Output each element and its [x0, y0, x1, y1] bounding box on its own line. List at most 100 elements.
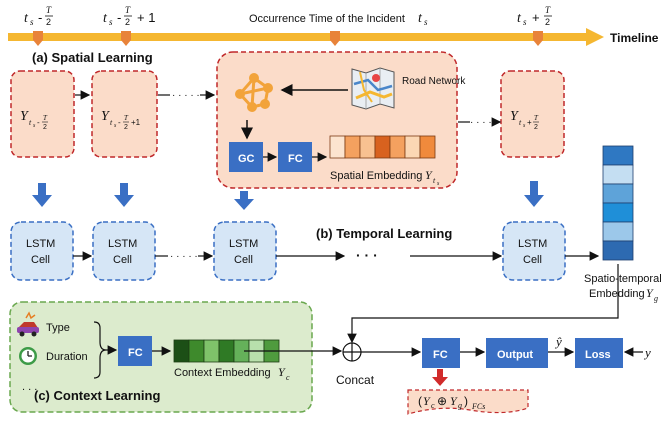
- embedding-cell: [329, 135, 346, 159]
- fusion-fc-label: FC: [433, 349, 448, 361]
- svg-text:+1: +1: [131, 118, 141, 127]
- embedding-cell: [188, 339, 205, 363]
- svg-text:-: -: [38, 10, 42, 25]
- concat-label: Concat: [336, 373, 375, 387]
- down-arrows: [32, 181, 544, 210]
- svg-text:Cell: Cell: [31, 254, 50, 266]
- timeline-tick-4: t s + T 2: [517, 5, 552, 27]
- svg-text:2: 2: [534, 124, 538, 131]
- svg-text:2: 2: [545, 17, 550, 27]
- svg-text:s: s: [109, 17, 113, 27]
- gc-label: GC: [238, 153, 255, 165]
- spatial-fc-box: [278, 142, 312, 172]
- lstm-cell-3: LSTM Cell: [213, 221, 277, 281]
- svg-text:LSTM: LSTM: [26, 238, 55, 250]
- timeline: t s - T 2 t s - T 2 + 1 Occurrence Time …: [8, 5, 659, 46]
- y-label: y: [643, 345, 651, 360]
- svg-text:Cell: Cell: [234, 254, 253, 266]
- timeline-marker: [121, 31, 131, 46]
- timeline-label: Timeline: [610, 31, 659, 45]
- clock-icon: [19, 347, 37, 365]
- spatial-ellipsis-1: · · · · ·: [172, 90, 200, 101]
- gc-box: [229, 142, 263, 172]
- embedding-cell: [602, 240, 634, 261]
- svg-text:Embedding: Embedding: [589, 288, 645, 300]
- svg-text:): ): [464, 394, 468, 408]
- spatial-input-3: Y t s + T 2: [500, 70, 565, 158]
- graph-icon: [235, 73, 273, 112]
- concat-circle: [342, 342, 362, 362]
- context-item-type: Type: [46, 322, 70, 334]
- svg-text:Cell: Cell: [113, 254, 132, 266]
- spatial-embedding-vector: [329, 135, 436, 159]
- svg-text:+: +: [527, 118, 532, 127]
- embedding-cell: [374, 135, 391, 159]
- svg-text:g: g: [458, 401, 462, 410]
- svg-text:⊕: ⊕: [437, 394, 447, 408]
- svg-text:Y: Y: [425, 168, 433, 182]
- svg-text:c: c: [286, 373, 290, 382]
- svg-text:T: T: [124, 114, 129, 122]
- embedding-cell: [389, 135, 406, 159]
- spatial-input-2: Y t s - T 2 +1: [91, 70, 158, 158]
- svg-text:T: T: [545, 5, 551, 15]
- svg-text:t: t: [29, 118, 32, 127]
- embedding-cell: [404, 135, 421, 159]
- svg-text:t: t: [110, 118, 113, 127]
- spatial-input-1: Y t s - T 2: [10, 70, 75, 158]
- svg-text:Y: Y: [450, 394, 458, 408]
- svg-text:g: g: [654, 294, 658, 303]
- svg-text:2: 2: [124, 124, 128, 131]
- svg-text:Occurrence Time of the Inciden: Occurrence Time of the Incident: [249, 13, 405, 25]
- svg-text:-: -: [118, 118, 121, 127]
- lstm-cell-4: LSTM Cell: [502, 221, 566, 281]
- context-fc-box: [118, 336, 152, 366]
- embedding-cell: [602, 202, 634, 223]
- svg-text:(: (: [418, 394, 422, 408]
- svg-text:2: 2: [46, 17, 51, 27]
- svg-text:s: s: [33, 123, 36, 129]
- road-map-icon: [351, 67, 395, 110]
- loss-box: [575, 338, 623, 368]
- svg-text:t: t: [24, 11, 29, 26]
- svg-text:s: s: [114, 123, 117, 129]
- car-crash-icon: [17, 311, 39, 337]
- svg-text:t: t: [519, 118, 522, 127]
- embedding-cell: [173, 339, 190, 363]
- svg-text:t: t: [517, 11, 522, 26]
- svg-text:2: 2: [43, 124, 47, 131]
- timeline-marker: [33, 31, 43, 46]
- loss-label: Loss: [585, 349, 611, 361]
- context-item-duration: Duration: [46, 351, 88, 363]
- context-fc-label: FC: [128, 347, 143, 359]
- fcs-arrow: [432, 369, 448, 386]
- embedding-cell: [218, 339, 235, 363]
- svg-text:T: T: [43, 114, 48, 122]
- svg-text:c: c: [431, 401, 435, 410]
- embedding-cell: [602, 183, 634, 204]
- embedding-cell: [203, 339, 220, 363]
- svg-text:LSTM: LSTM: [518, 238, 547, 250]
- lstm-ellipsis-1: · · · · ·: [170, 251, 198, 262]
- svg-text:Y: Y: [101, 109, 111, 124]
- svg-text:s: s: [523, 17, 527, 27]
- embedding-cell: [602, 145, 634, 166]
- spatial-embedding-label: Spatial Embedding: [330, 170, 422, 182]
- svg-text:Y: Y: [646, 286, 654, 300]
- svg-text:+ 1: + 1: [137, 10, 155, 25]
- timeline-marker: [330, 31, 340, 46]
- svg-text:+: +: [532, 10, 540, 25]
- fusion-fc-box: [422, 338, 460, 368]
- svg-text:s: s: [523, 123, 526, 129]
- svg-text:t: t: [103, 11, 108, 26]
- embedding-cell: [359, 135, 376, 159]
- spatial-block: Road Network GC FC Spatial Embedding Y t…: [216, 51, 466, 189]
- timeline-tick-2: t s - T 2 + 1: [103, 5, 155, 27]
- svg-text:LSTM: LSTM: [108, 238, 137, 250]
- svg-text:Y: Y: [20, 109, 30, 124]
- spatial-fc-label: FC: [288, 153, 303, 165]
- spatial-ellipsis-2: · · · · ·: [470, 117, 498, 128]
- spatio-temporal-embedding-vector: [602, 145, 634, 261]
- temporal-title: (b) Temporal Learning: [316, 226, 452, 241]
